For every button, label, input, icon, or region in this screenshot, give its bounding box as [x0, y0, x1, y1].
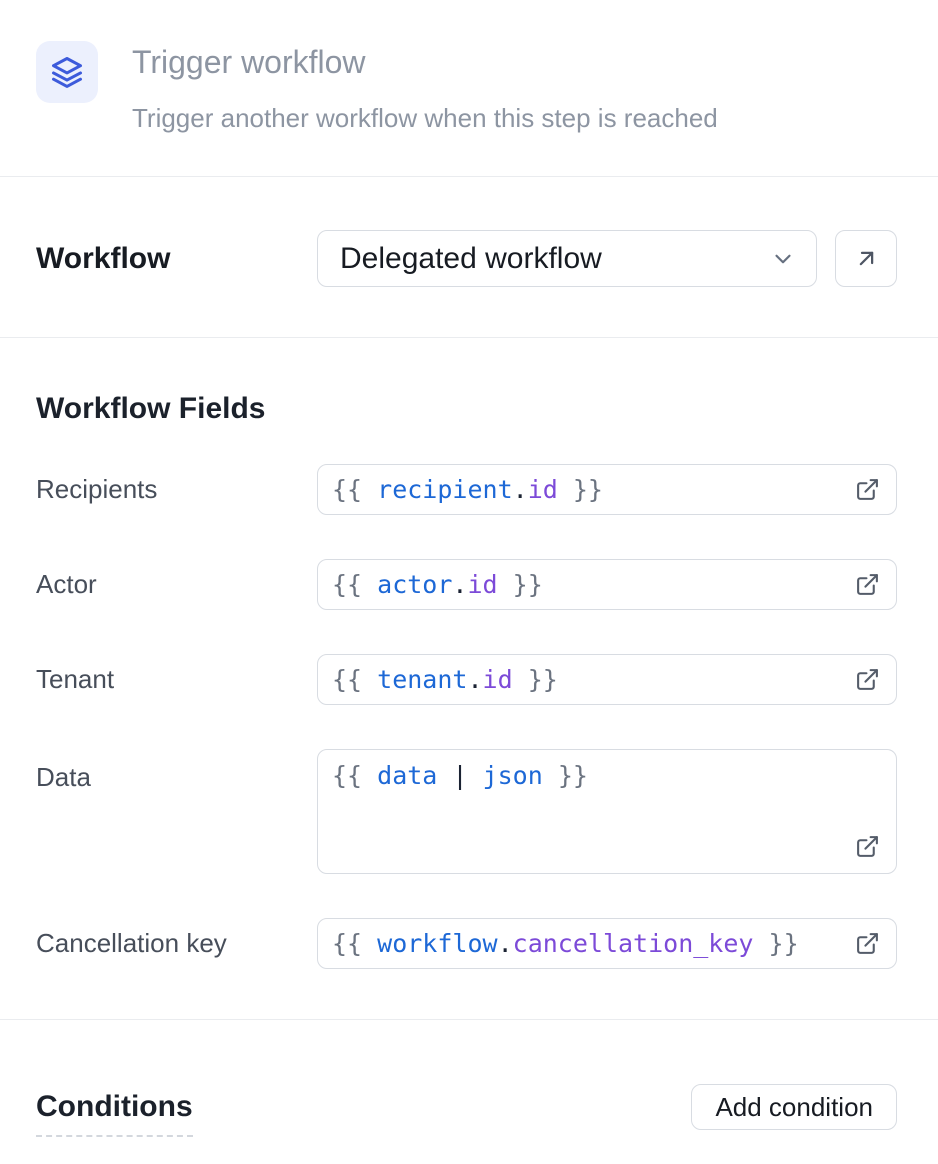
- conditions-heading: Conditions: [36, 1090, 193, 1137]
- field-template-input[interactable]: {{ data | json }}: [317, 749, 897, 874]
- workflow-select[interactable]: Delegated workflow: [317, 230, 817, 287]
- add-condition-button[interactable]: Add condition: [691, 1084, 897, 1130]
- field-label: Recipients: [36, 473, 158, 504]
- field-value: {{ data | json }}: [332, 761, 588, 790]
- field-label: Data: [36, 762, 91, 792]
- field-row: Cancellation key {{ workflow.cancellatio…: [36, 918, 897, 969]
- external-link-icon[interactable]: [855, 931, 880, 956]
- field-value: {{ recipient.id }}: [332, 474, 603, 504]
- field-template-input[interactable]: {{ workflow.cancellation_key }}: [317, 918, 897, 969]
- field-template-input[interactable]: {{ recipient.id }}: [317, 464, 897, 515]
- field-value: {{ workflow.cancellation_key }}: [332, 928, 799, 958]
- step-icon-box: [36, 41, 98, 103]
- chevron-down-icon: [775, 254, 791, 263]
- external-link-icon[interactable]: [855, 572, 880, 597]
- external-link-icon[interactable]: [855, 667, 880, 692]
- arrow-up-right-icon: [859, 251, 873, 266]
- field-row: Tenant {{ tenant.id }}: [36, 654, 897, 705]
- workflow-fields-list: Recipients {{ recipient.id }} Actor {{ a…: [36, 464, 897, 969]
- workflow-label: Workflow: [36, 241, 171, 275]
- field-template-input[interactable]: {{ tenant.id }}: [317, 654, 897, 705]
- conditions-section: Conditions Add condition: [0, 1019, 938, 1142]
- step-header: Trigger workflow Trigger another workflo…: [0, 0, 938, 177]
- workflow-select-value: Delegated workflow: [340, 241, 602, 275]
- field-label: Actor: [36, 568, 97, 599]
- field-label: Cancellation key: [36, 927, 227, 958]
- step-header-text: Trigger workflow Trigger another workflo…: [132, 41, 718, 134]
- field-label: Tenant: [36, 663, 115, 694]
- external-link-icon[interactable]: [855, 477, 880, 502]
- field-value: {{ tenant.id }}: [332, 664, 558, 694]
- workflow-fields-heading: Workflow Fields: [36, 392, 266, 425]
- external-link-icon[interactable]: [855, 834, 880, 859]
- field-row: Actor {{ actor.id }}: [36, 559, 897, 610]
- step-subtitle: Trigger another workflow when this step …: [132, 102, 718, 133]
- workflow-selector-row: Workflow Delegated workflow: [36, 230, 897, 287]
- field-value: {{ actor.id }}: [332, 569, 543, 599]
- field-row: Recipients {{ recipient.id }}: [36, 464, 897, 515]
- step-title: Trigger workflow: [132, 44, 366, 80]
- open-workflow-button[interactable]: [835, 230, 897, 287]
- workflow-fields-section: Workflow Fields Recipients {{ recipient.…: [0, 392, 938, 1019]
- field-row: Data {{ data | json }}: [36, 749, 897, 874]
- workflow-selector-section: Workflow Delegated workflow: [0, 177, 938, 338]
- layers-icon: [52, 57, 82, 88]
- field-template-input[interactable]: {{ actor.id }}: [317, 559, 897, 610]
